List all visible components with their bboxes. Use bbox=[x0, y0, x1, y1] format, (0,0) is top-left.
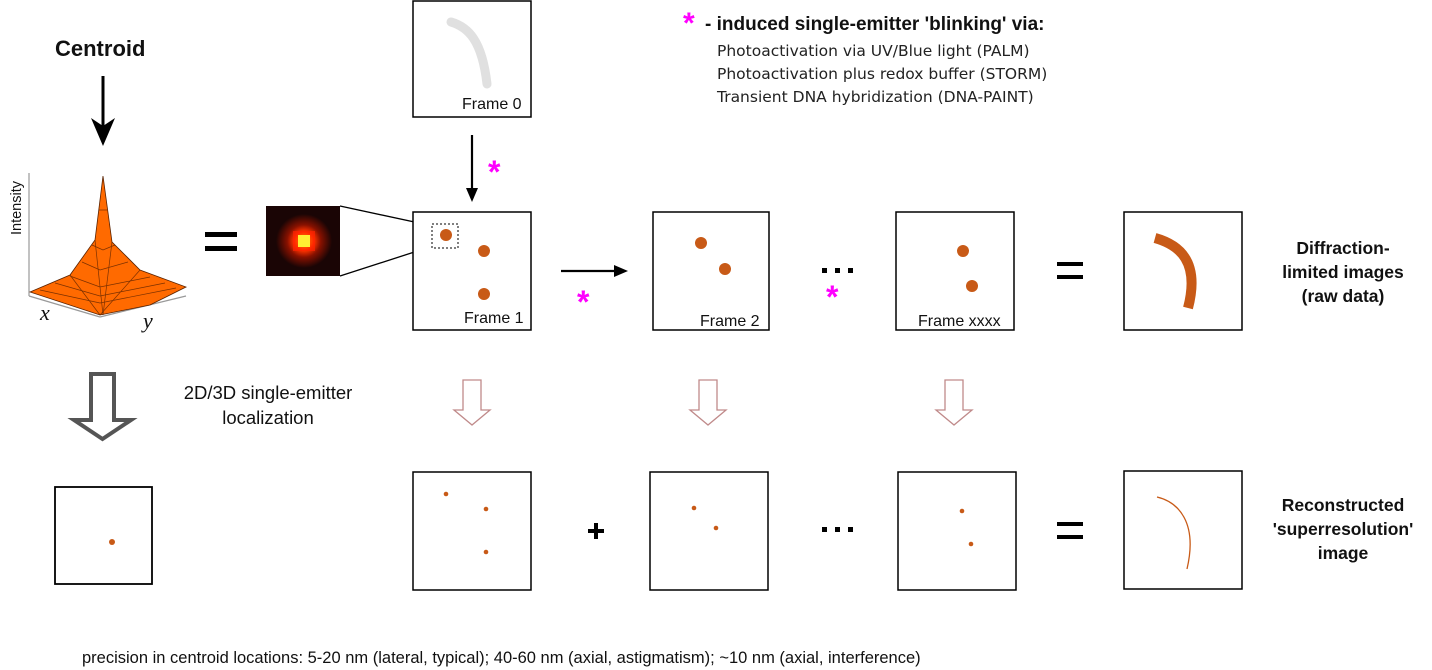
centroid-title: Centroid bbox=[55, 36, 146, 61]
frame2-hollow-arrow bbox=[688, 379, 728, 426]
localized-framen-box bbox=[897, 471, 1017, 591]
psf-surface-plot bbox=[28, 173, 188, 318]
raw-sum-structure bbox=[1153, 233, 1197, 310]
psf-zlabel: y bbox=[143, 308, 153, 333]
psf-ylabel: Intensity bbox=[9, 181, 25, 235]
equals-bar-bottom bbox=[205, 246, 237, 251]
reconstructed-box bbox=[1123, 470, 1243, 590]
method-storm: Photoactivation plus redox buffer (STORM… bbox=[717, 65, 1048, 83]
framen-emitter-2 bbox=[966, 280, 978, 292]
frame1-arrow-head bbox=[614, 265, 628, 277]
recon-ellipsis-dots bbox=[822, 527, 853, 532]
frame2-emitter-2 bbox=[719, 263, 731, 275]
localized-frame1-box bbox=[412, 471, 532, 591]
frame1-emitter-3 bbox=[478, 288, 490, 300]
legend-title: - induced single-emitter 'blinking' via: bbox=[705, 14, 1045, 35]
localized-framen-point-2 bbox=[968, 541, 974, 547]
single-localization-point bbox=[109, 539, 115, 545]
localized-frame1-point-3 bbox=[483, 549, 489, 555]
frame1-zoom-box bbox=[431, 223, 459, 249]
frame1-label: Frame 1 bbox=[464, 310, 524, 327]
plus-v bbox=[594, 523, 598, 539]
framen-hollow-arrow bbox=[934, 379, 974, 426]
blink-star-frame2: * bbox=[577, 284, 590, 320]
psf-x-axis bbox=[28, 295, 101, 318]
psf-surface bbox=[28, 175, 188, 316]
frame0-label: Frame 0 bbox=[462, 96, 522, 113]
frame0-arrow-head bbox=[466, 188, 478, 202]
legend-star-symbol: * bbox=[683, 7, 695, 40]
method-palm: Photoactivation via UV/Blue light (PALM) bbox=[717, 42, 1030, 60]
framen-label: Frame xxxx bbox=[918, 313, 1001, 330]
localized-framen-point-1 bbox=[959, 508, 965, 514]
localized-frame2-point-1 bbox=[691, 505, 697, 511]
psf-mesh bbox=[39, 209, 177, 316]
framen-box bbox=[895, 211, 1015, 331]
diffraction-label: Diffraction- limited images (raw data) bbox=[1282, 238, 1404, 306]
frame2-emitter-1 bbox=[695, 237, 707, 249]
frame2-label: Frame 2 bbox=[700, 313, 760, 330]
frame1-box bbox=[412, 211, 532, 331]
frame1-emitter-2 bbox=[478, 245, 490, 257]
pixelated-psf-image bbox=[266, 206, 340, 276]
localization-hollow-arrow bbox=[67, 372, 138, 442]
frame0-structure bbox=[446, 17, 492, 89]
blink-star-vertical: * bbox=[488, 154, 501, 190]
frame1-hollow-arrow bbox=[452, 379, 492, 426]
precision-footnote: precision in centroid locations: 5-20 nm… bbox=[82, 649, 921, 667]
centroid-arrow-head bbox=[91, 118, 115, 146]
localized-frame1-point-2 bbox=[483, 506, 489, 512]
raw-ellipsis-dots bbox=[822, 268, 853, 273]
frame2-box bbox=[652, 211, 770, 331]
blink-star-framen: * bbox=[826, 279, 839, 315]
localized-frame2-box bbox=[649, 471, 769, 591]
localization-label: 2D/3D single-emitter localization bbox=[183, 382, 353, 428]
raw-sum-box bbox=[1123, 211, 1243, 331]
frame1-emitter-1 bbox=[440, 229, 452, 241]
raw-equals-top bbox=[1057, 262, 1083, 266]
raw-equals-bottom bbox=[1057, 275, 1083, 279]
reconstructed-structure bbox=[1156, 496, 1191, 570]
single-localization-box bbox=[54, 486, 153, 585]
equals-bar-top bbox=[205, 232, 237, 237]
framen-emitter-1 bbox=[957, 245, 969, 257]
frame0-box bbox=[412, 0, 532, 118]
method-dna-paint: Transient DNA hybridization (DNA-PAINT) bbox=[717, 88, 1034, 106]
localized-frame2-point-2 bbox=[713, 525, 719, 531]
psf-xlabel: x bbox=[40, 300, 50, 325]
recon-equals-bottom bbox=[1057, 535, 1083, 539]
localized-frame1-point-1 bbox=[443, 491, 449, 497]
recon-equals-top bbox=[1057, 522, 1083, 526]
reconstructed-label: Reconstructed 'superresolution' image bbox=[1272, 495, 1414, 563]
